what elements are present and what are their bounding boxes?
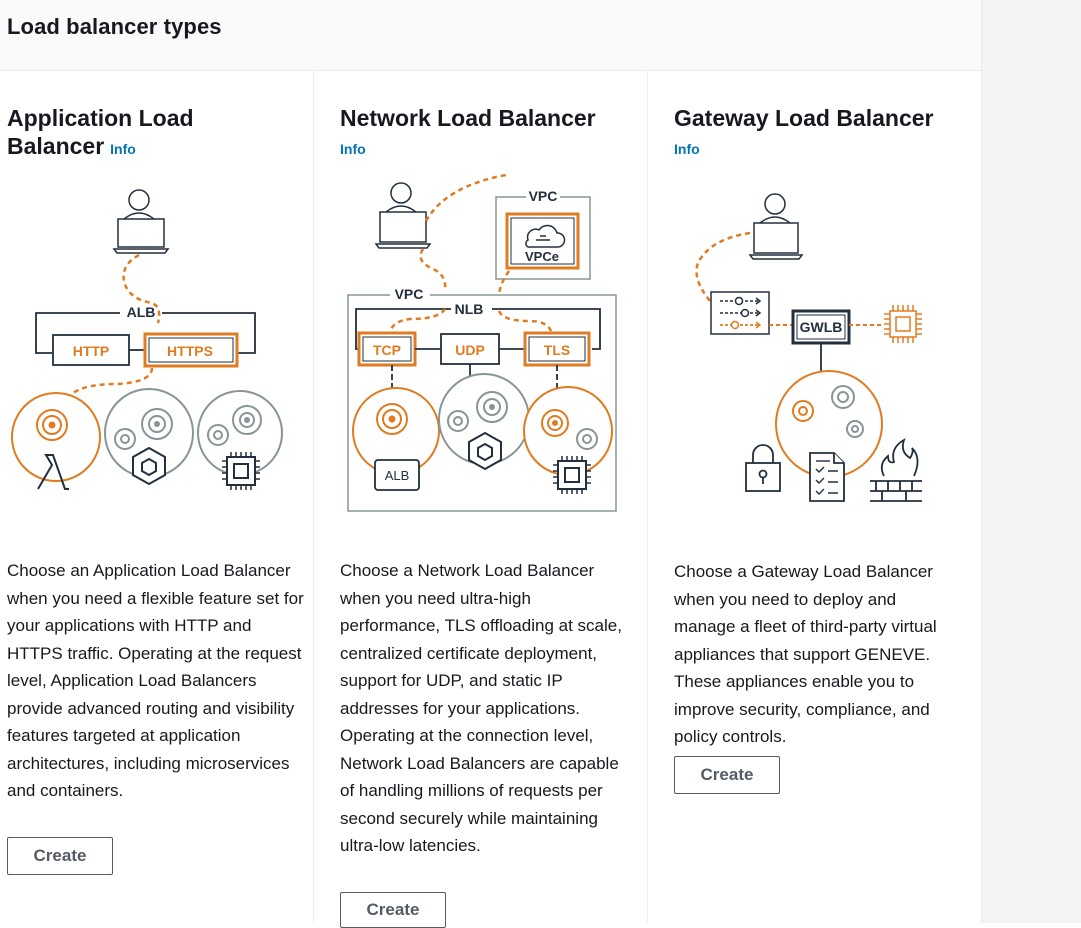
vpc-label-top: VPC xyxy=(529,188,558,204)
create-gwlb-button[interactable]: Create xyxy=(674,756,780,794)
alb-label: ALB xyxy=(127,304,156,320)
tcp-label: TCP xyxy=(373,342,401,358)
section-title: Load balancer types xyxy=(7,14,222,39)
http-label: HTTP xyxy=(73,343,110,359)
user-laptop-icon xyxy=(112,189,170,254)
alb-target-label: ALB xyxy=(385,468,410,483)
card-title-text: Application Load Balancer xyxy=(7,105,194,159)
lock-icon xyxy=(745,444,781,492)
card-description: Choose a Network Load Balancer when you … xyxy=(340,561,622,855)
card-title: Network Load Balancer xyxy=(340,105,596,131)
gwlb-diagram: GWLB xyxy=(695,193,922,502)
udp-label: UDP xyxy=(455,342,485,358)
checklist-icon xyxy=(809,452,845,502)
card-description: Choose an Application Load Balancer when… xyxy=(7,561,304,800)
vpc-label-inner: VPC xyxy=(395,286,424,302)
appliance-config-icon xyxy=(710,291,770,335)
alb-target-icon: ALB xyxy=(352,387,440,491)
nlb-label: NLB xyxy=(455,301,484,317)
chip-icon xyxy=(884,305,922,343)
instance-target-icon xyxy=(523,386,613,494)
vpce-box xyxy=(505,212,580,270)
alb-container xyxy=(35,312,256,354)
appliance-targets-icon xyxy=(792,385,864,438)
info-link[interactable]: Info xyxy=(110,141,136,157)
card-network-load-balancer: Network Load Balancer Info VPC VPCe xyxy=(313,71,647,928)
tls-label: TLS xyxy=(544,342,570,358)
instance-target-icon xyxy=(197,390,283,490)
page-gutter xyxy=(981,0,1081,923)
user-laptop-icon xyxy=(374,182,432,249)
container-target-icon xyxy=(104,388,194,486)
container-target-icon xyxy=(438,373,530,471)
tcp-box xyxy=(357,331,417,367)
lambda-target-icon xyxy=(11,392,101,490)
load-balancer-types-panel: Load balancer types Application Load Bal… xyxy=(0,0,981,928)
card-gateway-load-balancer: Gateway Load Balancer Info xyxy=(647,71,981,923)
https-label: HTTPS xyxy=(167,343,213,359)
card-description: Choose a Gateway Load Balancer when you … xyxy=(674,562,937,746)
https-box xyxy=(143,332,239,368)
firewall-icon xyxy=(870,438,922,502)
vpce-label: VPCe xyxy=(525,249,559,264)
card-title: Gateway Load Balancer xyxy=(674,105,934,131)
nlb-diagram: VPC VPCe VPC xyxy=(347,173,617,512)
user-laptop-icon xyxy=(748,193,804,260)
panel-header: Load balancer types xyxy=(0,0,981,71)
alb-diagram: ALB HTTP HTTPS xyxy=(11,189,283,490)
gwlb-label: GWLB xyxy=(800,319,843,335)
info-link[interactable]: Info xyxy=(674,141,700,157)
info-link[interactable]: Info xyxy=(340,141,366,157)
cloud-icon xyxy=(525,224,566,248)
create-alb-button[interactable]: Create xyxy=(7,837,113,875)
